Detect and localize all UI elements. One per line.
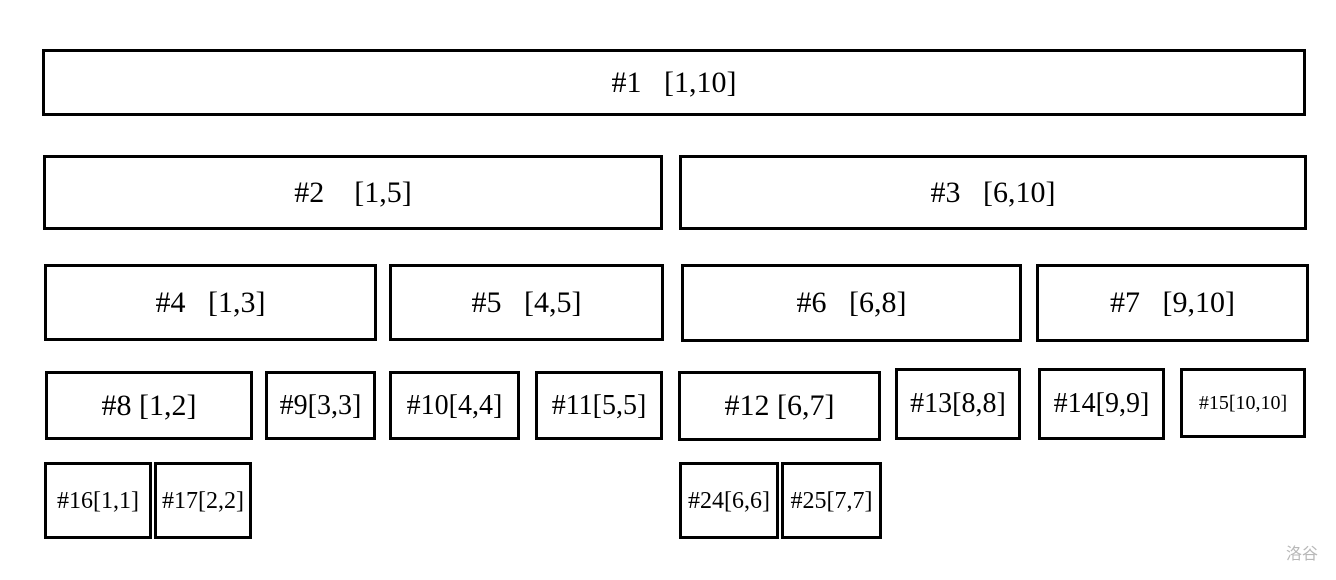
node-2-label: #2 [1,5] <box>294 175 412 209</box>
node-14: #14[9,9] <box>1038 368 1165 440</box>
node-25-label: #25[7,7] <box>790 487 873 514</box>
node-3-label: #3 [6,10] <box>930 175 1056 209</box>
node-24: #24[6,6] <box>679 462 779 539</box>
node-17-label: #17[2,2] <box>162 487 244 514</box>
node-13: #13[8,8] <box>895 368 1021 440</box>
node-12: #12 [6,7] <box>678 371 881 441</box>
node-8: #8 [1,2] <box>45 371 253 440</box>
node-1: #1 [1,10] <box>42 49 1306 116</box>
node-10: #10[4,4] <box>389 371 520 440</box>
watermark-text: 洛谷 <box>1285 544 1318 563</box>
node-15: #15[10,10] <box>1180 368 1306 438</box>
node-17: #17[2,2] <box>154 462 252 539</box>
node-2: #2 [1,5] <box>43 155 663 230</box>
node-16-label: #16[1,1] <box>57 487 139 514</box>
node-7: #7 [9,10] <box>1036 264 1309 342</box>
node-9-label: #9[3,3] <box>279 389 362 421</box>
node-10-label: #10[4,4] <box>406 389 503 421</box>
node-4-label: #4 [1,3] <box>155 285 266 319</box>
node-25: #25[7,7] <box>781 462 882 539</box>
node-9: #9[3,3] <box>265 371 376 440</box>
node-16: #16[1,1] <box>44 462 152 539</box>
node-11: #11[5,5] <box>535 371 663 440</box>
node-11-label: #11[5,5] <box>551 389 647 421</box>
node-6: #6 [6,8] <box>681 264 1022 342</box>
node-12-label: #12 [6,7] <box>724 389 835 422</box>
node-14-label: #14[9,9] <box>1053 388 1150 419</box>
node-4: #4 [1,3] <box>44 264 377 341</box>
node-7-label: #7 [9,10] <box>1110 286 1235 319</box>
node-1-label: #1 [1,10] <box>611 65 737 99</box>
node-15-label: #15[10,10] <box>1198 392 1288 414</box>
node-6-label: #6 [6,8] <box>796 286 907 319</box>
node-5-label: #5 [4,5] <box>471 285 582 319</box>
node-24-label: #24[6,6] <box>688 487 770 514</box>
node-8-label: #8 [1,2] <box>101 388 197 422</box>
node-3: #3 [6,10] <box>679 155 1307 230</box>
node-13-label: #13[8,8] <box>910 388 1006 419</box>
node-5: #5 [4,5] <box>389 264 664 341</box>
